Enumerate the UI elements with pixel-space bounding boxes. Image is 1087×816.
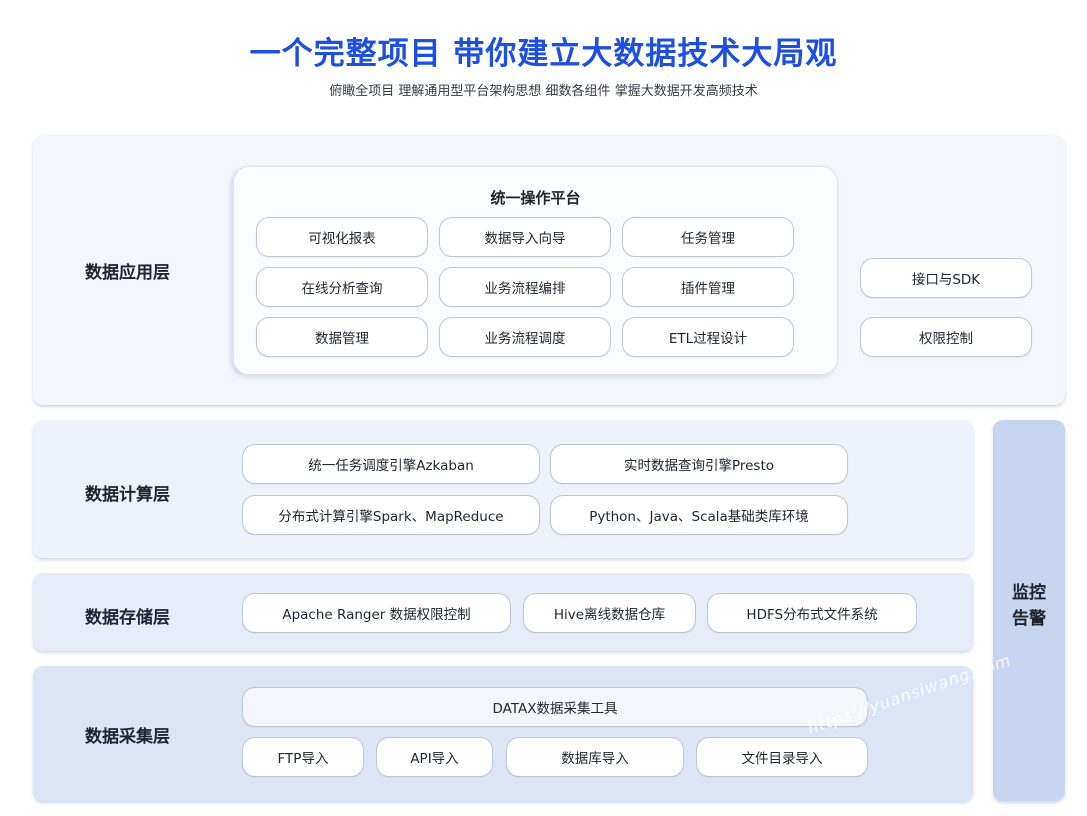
monitor-alert-column: 监控 告警 [993,420,1065,801]
platform-item-data-management[interactable]: 数据管理 [256,317,428,357]
platform-item-etl-design[interactable]: ETL过程设计 [622,317,794,357]
storage-layer: 数据存储层 Apache Ranger 数据权限控制 Hive离线数据仓库 HD… [33,573,973,651]
platform-item-online-query[interactable]: 在线分析查询 [256,267,428,307]
collect-item-database[interactable]: 数据库导入 [506,737,684,777]
page-subtitle: 俯瞰全项目 理解通用型平台架构思想 细数各组件 掌握大数据开发高频技术 [329,84,758,99]
application-layer: 数据应用层 统一操作平台 可视化报表 数据导入向导 任务管理 在线分析查询 业务… [33,135,1065,405]
compute-layer-label: 数据计算层 [85,485,170,505]
collect-item-api[interactable]: API导入 [376,737,493,777]
compute-item-language-libs[interactable]: Python、Java、Scala基础类库环境 [550,495,848,535]
storage-item-ranger[interactable]: Apache Ranger 数据权限控制 [242,593,511,633]
platform-item-import-wizard[interactable]: 数据导入向导 [439,217,611,257]
platform-item-process-scheduling[interactable]: 业务流程调度 [439,317,611,357]
interface-sdk-item[interactable]: 接口与SDK [860,258,1032,298]
permission-control-item[interactable]: 权限控制 [860,317,1032,357]
monitor-label: 监控 [1012,583,1046,603]
page-title: 一个完整项目 带你建立大数据技术大局观 [249,36,838,72]
collect-item-ftp[interactable]: FTP导入 [242,737,364,777]
platform-item-visual-report[interactable]: 可视化报表 [256,217,428,257]
compute-item-presto[interactable]: 实时数据查询引擎Presto [550,444,848,484]
storage-layer-label: 数据存储层 [85,608,170,628]
alert-label: 告警 [1012,609,1046,629]
datax-tool-bar[interactable]: DATAX数据采集工具 [242,687,868,727]
application-layer-label: 数据应用层 [85,263,170,283]
platform-title: 统一操作平台 [490,189,581,207]
storage-item-hdfs[interactable]: HDFS分布式文件系统 [707,593,917,633]
platform-item-process-orchestration[interactable]: 业务流程编排 [439,267,611,307]
compute-item-spark-mapreduce[interactable]: 分布式计算引擎Spark、MapReduce [242,495,540,535]
storage-item-hive[interactable]: Hive离线数据仓库 [523,593,696,633]
compute-item-azkaban[interactable]: 统一任务调度引擎Azkaban [242,444,540,484]
collect-item-file-directory[interactable]: 文件目录导入 [696,737,868,777]
platform-item-task-management[interactable]: 任务管理 [622,217,794,257]
collect-layer: 数据采集层 DATAX数据采集工具 FTP导入 API导入 数据库导入 文件目录… [33,666,973,801]
unified-platform: 统一操作平台 可视化报表 数据导入向导 任务管理 在线分析查询 业务流程编排 插… [233,166,838,375]
collect-layer-label: 数据采集层 [85,727,170,747]
compute-layer: 数据计算层 统一任务调度引擎Azkaban 实时数据查询引擎Presto 分布式… [33,420,973,558]
platform-item-plugin-management[interactable]: 插件管理 [622,267,794,307]
